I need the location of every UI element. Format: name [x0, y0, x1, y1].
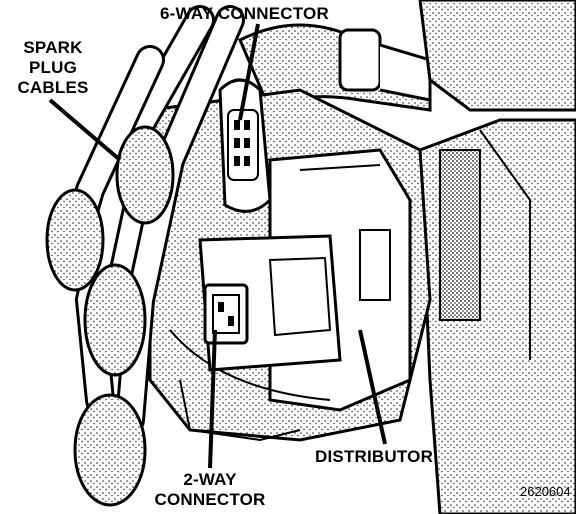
- leader-lines: [48, 23, 387, 469]
- spark-plug-cables: [45, 5, 245, 507]
- spark-plug-cables-label: SPARK PLUG CABLES: [10, 38, 96, 98]
- spark-plug-cables-leader: [48, 98, 122, 162]
- six-way-connector-leader: [238, 23, 260, 121]
- spark-plug-cables-label-line3: CABLES: [17, 78, 89, 97]
- spark-plug-cables-label-line1: SPARK: [23, 38, 83, 57]
- two-way-connector-label: 2-WAY CONNECTOR: [150, 470, 270, 510]
- distributor-leader: [358, 329, 387, 445]
- two-way-connector: [198, 234, 342, 372]
- six-way-connector-label: 6-WAY CONNECTOR: [160, 4, 329, 23]
- engine-block: [418, 118, 576, 514]
- distributor-label: DISTRIBUTOR: [315, 447, 434, 466]
- spark-plug-cables-label-line2: PLUG: [28, 58, 78, 77]
- upper-hose: [238, 0, 576, 113]
- two-way-connector-leader: [208, 329, 217, 469]
- six-way-connector: [218, 78, 272, 213]
- two-way-connector-label-line1: 2-WAY: [183, 470, 237, 489]
- figure-reference-number: 2620604: [520, 484, 571, 499]
- two-way-connector-label-line2: CONNECTOR: [154, 490, 266, 509]
